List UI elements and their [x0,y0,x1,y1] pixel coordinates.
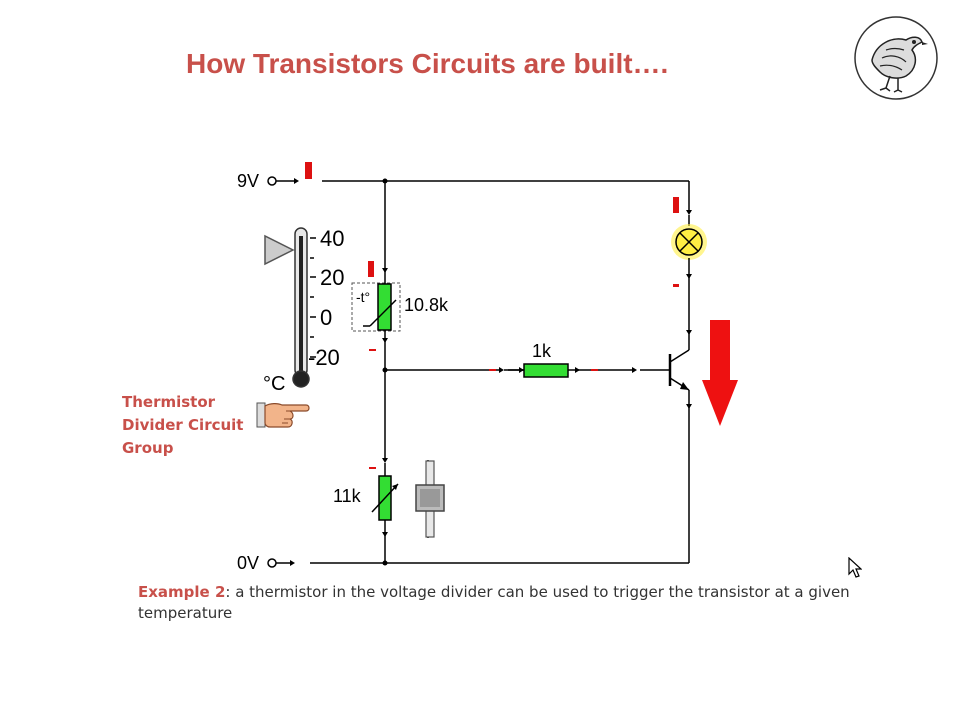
base-resistor-value: 1k [532,341,552,361]
transistor[interactable] [668,330,692,410]
thermometer[interactable] [264,227,316,388]
pigeon-logo-icon [854,16,938,100]
base-resistor[interactable] [489,363,637,378]
group-label-line: Divider Circuit [122,416,244,434]
variable-resistor[interactable] [369,458,399,537]
thermometer-scale-20: 20 [320,265,344,290]
current-arrow [702,320,738,426]
thermometer-unit: °C [263,373,285,395]
thermometer-scale-40: 40 [320,226,344,251]
mouse-cursor-icon [848,557,862,578]
variable-resistor-value: 11k [333,486,362,506]
group-label: Thermistor Divider Circuit Group [122,391,262,460]
caption: Example 2: a thermistor in the voltage d… [138,582,898,624]
group-label-line: Group [122,439,174,457]
group-label-line: Thermistor [122,393,216,411]
caption-text: : a thermistor in the voltage divider ca… [138,583,850,622]
rail-0v-label: 0V [237,553,259,573]
caption-lead: Example 2 [138,583,226,601]
thermometer-scale-0: 0 [320,305,332,330]
thermistor[interactable]: -t° [351,261,401,351]
rail-9v [267,162,312,186]
rail-9v-label: 9V [237,171,259,191]
pointing-hand-icon [256,402,310,428]
resistance-slider[interactable] [415,460,445,538]
rail-0v [267,558,316,568]
svg-text:-t°: -t° [356,289,370,305]
lamp[interactable] [671,197,707,290]
thermistor-value: 10.8k [404,295,449,315]
thermometer-scale-minus-20: -20 [308,345,340,370]
slide-title: How Transistors Circuits are built…. [186,48,669,79]
